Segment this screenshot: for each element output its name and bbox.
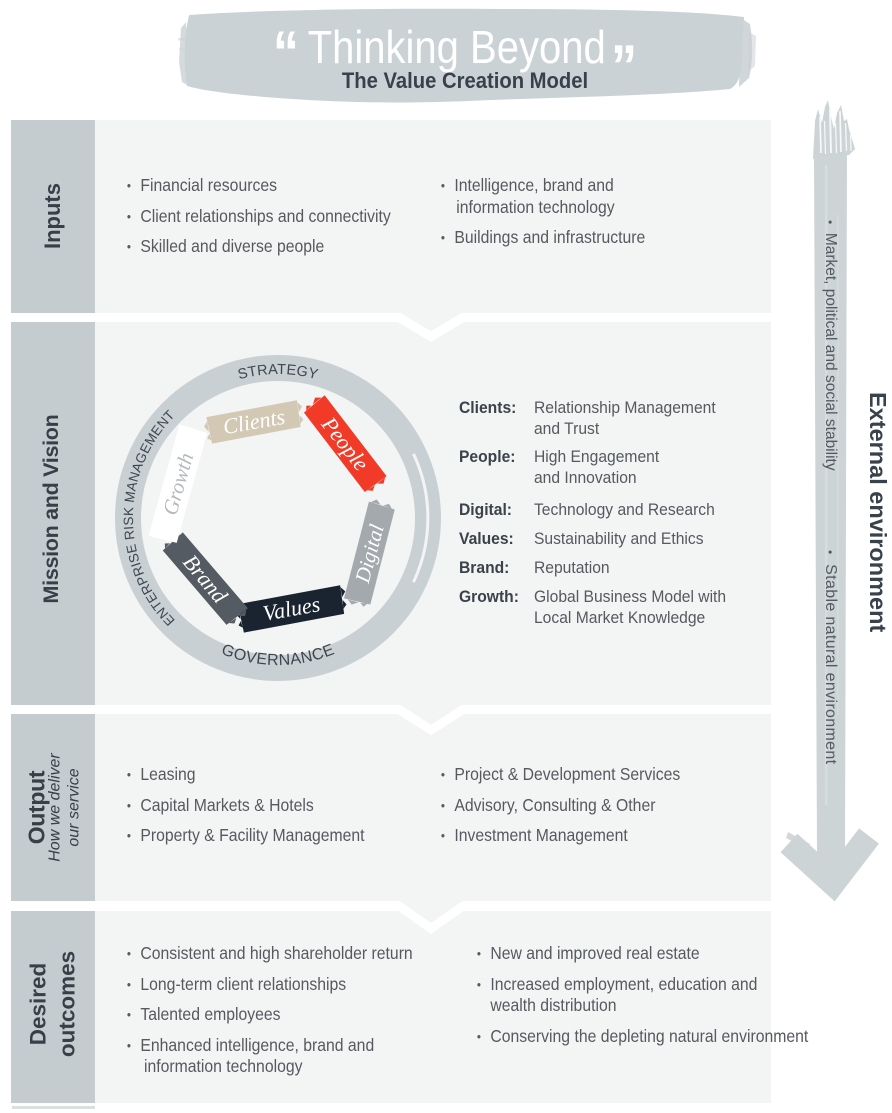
svg-text:STRATEGY: STRATEGY xyxy=(236,362,320,383)
svg-text:Clients: Clients xyxy=(221,404,287,439)
svg-text:Values: Values xyxy=(261,591,322,626)
